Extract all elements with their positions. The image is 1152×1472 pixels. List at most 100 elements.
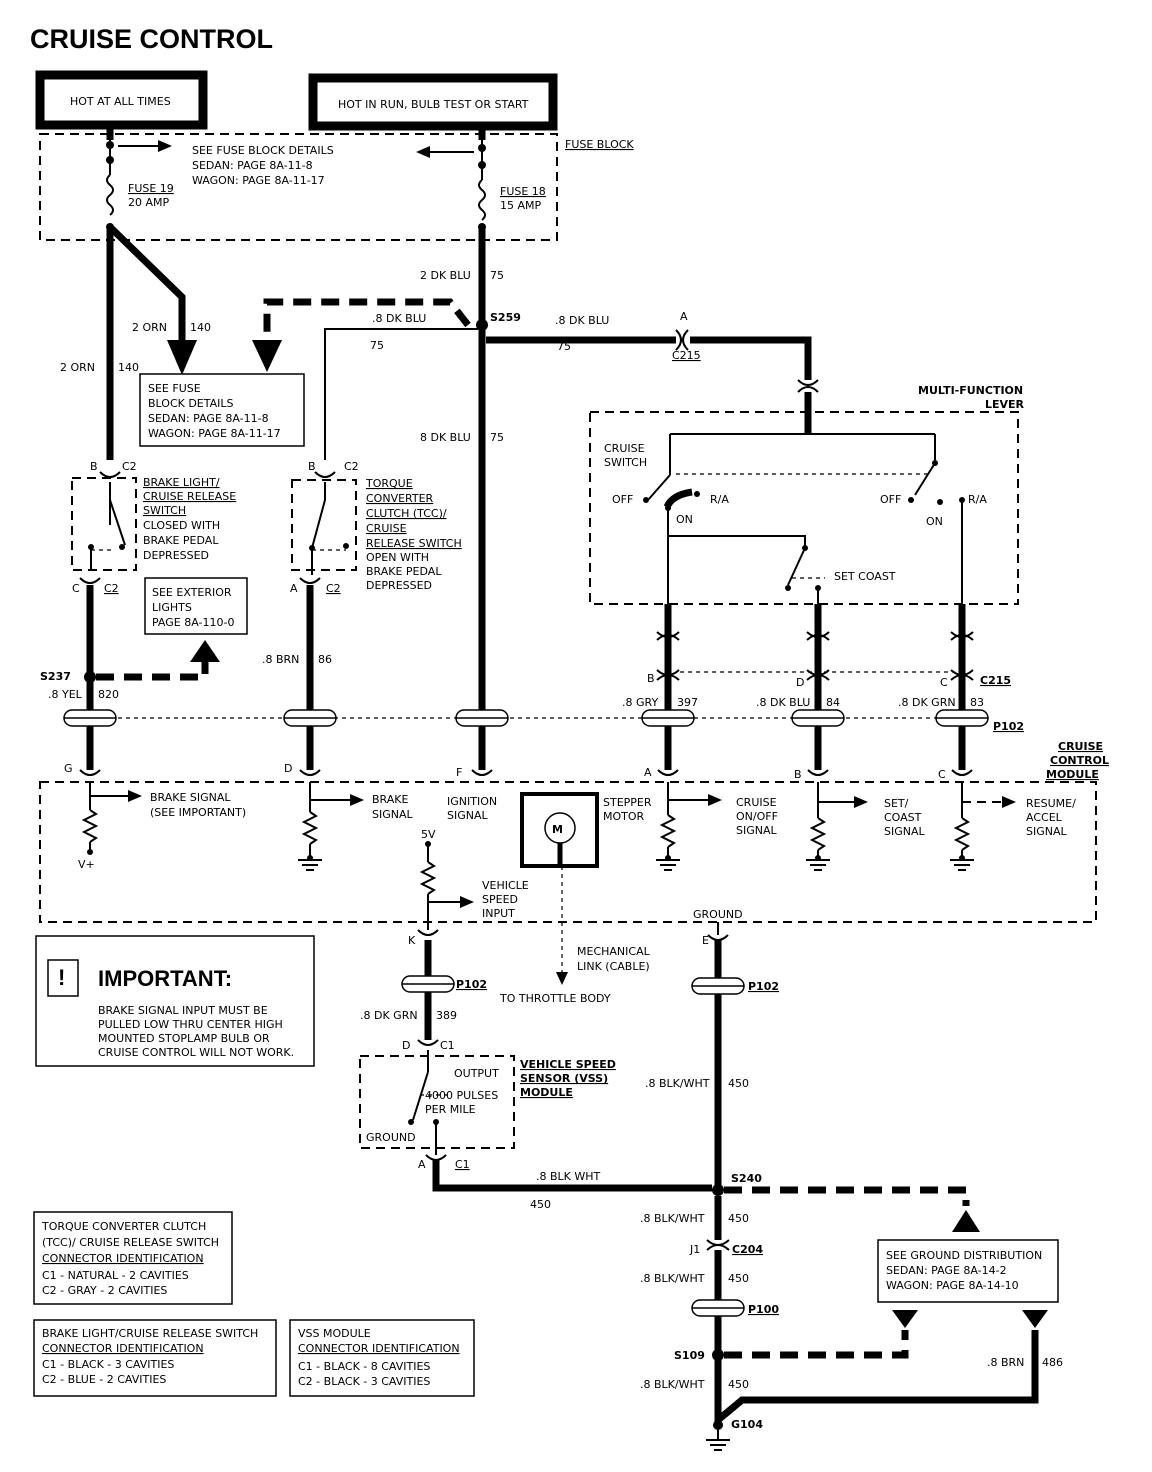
svg-text:.8 DK BLU: .8 DK BLU bbox=[372, 312, 426, 325]
svg-text:CRUISE RELEASE: CRUISE RELEASE bbox=[143, 490, 236, 503]
svg-text:140: 140 bbox=[190, 321, 211, 334]
svg-text:ON/OFF: ON/OFF bbox=[736, 810, 778, 823]
hot-run-box bbox=[308, 73, 558, 131]
wire-blkwht-450-vss bbox=[432, 1160, 712, 1192]
svg-text:.8 BRN: .8 BRN bbox=[262, 653, 299, 666]
svg-text:VSS MODULE: VSS MODULE bbox=[298, 1327, 371, 1340]
svg-text:.8 BRN: .8 BRN bbox=[987, 1356, 1024, 1369]
svg-text:MOTOR: MOTOR bbox=[603, 810, 645, 823]
svg-text:2 DK BLU: 2 DK BLU bbox=[420, 269, 471, 282]
svg-text:BRAKE: BRAKE bbox=[372, 793, 408, 806]
tcc-switch-outline bbox=[291, 479, 357, 571]
svg-text:CONNECTOR IDENTIFICATION: CONNECTOR IDENTIFICATION bbox=[298, 1342, 460, 1355]
important-icon: ! bbox=[58, 965, 65, 990]
svg-text:OFF: OFF bbox=[612, 493, 633, 506]
svg-text:S237: S237 bbox=[40, 670, 71, 683]
wire-orn-140-branch bbox=[107, 224, 186, 340]
svg-text:450: 450 bbox=[728, 1378, 749, 1391]
svg-text:COAST: COAST bbox=[884, 811, 922, 824]
hot-always-label: HOT AT ALL TIMES bbox=[70, 95, 171, 108]
wire-dkblu-75-tcc bbox=[324, 328, 478, 460]
svg-text:PAGE 8A-110-0: PAGE 8A-110-0 bbox=[152, 616, 234, 629]
svg-text:MODULE: MODULE bbox=[520, 1086, 573, 1099]
svg-text:SEE EXTERIOR: SEE EXTERIOR bbox=[152, 586, 232, 599]
svg-text:75: 75 bbox=[557, 340, 571, 353]
svg-text:SIGNAL: SIGNAL bbox=[1026, 825, 1068, 838]
splice-s109 bbox=[712, 1349, 724, 1361]
svg-text:SWITCH: SWITCH bbox=[143, 504, 186, 517]
svg-text:P100: P100 bbox=[748, 1303, 779, 1316]
svg-text:75: 75 bbox=[370, 339, 384, 352]
svg-text:TO THROTTLE BODY: TO THROTTLE BODY bbox=[499, 992, 611, 1005]
svg-text:CRUISE: CRUISE bbox=[736, 796, 777, 809]
svg-text:G: G bbox=[64, 762, 73, 775]
svg-text:SWITCH: SWITCH bbox=[604, 456, 647, 469]
svg-text:DEPRESSED: DEPRESSED bbox=[143, 549, 209, 562]
svg-text:S259: S259 bbox=[490, 311, 521, 324]
svg-text:S240: S240 bbox=[731, 1172, 762, 1185]
svg-text:SEDAN: PAGE 8A-11-8: SEDAN: PAGE 8A-11-8 bbox=[148, 412, 269, 425]
svg-text:MODULE: MODULE bbox=[1046, 768, 1099, 781]
svg-text:SET/: SET/ bbox=[884, 797, 909, 810]
splice-s237 bbox=[84, 671, 96, 683]
cruise-control-module-outline bbox=[39, 781, 1097, 923]
svg-text:SIGNAL: SIGNAL bbox=[736, 824, 778, 837]
svg-text:SEE GROUND DISTRIBUTION: SEE GROUND DISTRIBUTION bbox=[886, 1249, 1042, 1262]
svg-text:C: C bbox=[940, 676, 948, 689]
svg-text:GROUND: GROUND bbox=[693, 908, 743, 921]
svg-text:F: F bbox=[456, 766, 462, 779]
svg-text:CLUTCH (TCC)/: CLUTCH (TCC)/ bbox=[366, 507, 447, 520]
svg-text:CRUISE: CRUISE bbox=[366, 522, 407, 535]
svg-text:140: 140 bbox=[118, 361, 139, 374]
svg-text:D: D bbox=[402, 1039, 410, 1052]
svg-text:8 DK BLU: 8 DK BLU bbox=[420, 431, 471, 444]
svg-text:A: A bbox=[644, 766, 652, 779]
exterior-lights-ref bbox=[144, 577, 248, 635]
svg-text:CRUISE: CRUISE bbox=[1058, 740, 1103, 753]
svg-text:SIGNAL: SIGNAL bbox=[447, 809, 489, 822]
svg-text:.8 GRY: .8 GRY bbox=[622, 696, 658, 709]
svg-text:.8 BLK/WHT: .8 BLK/WHT bbox=[640, 1212, 705, 1225]
svg-text:389: 389 bbox=[436, 1009, 457, 1022]
svg-text:A: A bbox=[418, 1158, 426, 1171]
svg-text:.8 BLK/WHT: .8 BLK/WHT bbox=[640, 1272, 705, 1285]
svg-text:C1 - BLACK - 8 CAVITIES: C1 - BLACK - 8 CAVITIES bbox=[298, 1360, 430, 1373]
svg-text:J1: J1 bbox=[689, 1243, 700, 1256]
svg-text:WAGON: PAGE 8A-11-17: WAGON: PAGE 8A-11-17 bbox=[148, 427, 281, 440]
svg-text:SEE FUSE BLOCK DETAILS: SEE FUSE BLOCK DETAILS bbox=[192, 144, 334, 157]
svg-text:INPUT: INPUT bbox=[482, 907, 515, 920]
brake-connector-id-box bbox=[33, 1319, 277, 1397]
svg-text:E: E bbox=[702, 934, 709, 947]
module-pins bbox=[79, 769, 973, 776]
svg-text:D: D bbox=[796, 676, 804, 689]
svg-text:TORQUE: TORQUE bbox=[365, 477, 413, 490]
fuse-block-label: FUSE BLOCK bbox=[565, 138, 634, 151]
svg-text:C1: C1 bbox=[440, 1039, 455, 1052]
svg-text:SPEED: SPEED bbox=[482, 893, 518, 906]
important-heading: IMPORTANT: bbox=[98, 966, 232, 991]
hot-always-box bbox=[35, 70, 208, 130]
svg-text:IGNITION: IGNITION bbox=[447, 795, 497, 808]
svg-text:R/A: R/A bbox=[710, 493, 729, 506]
svg-text:.8 DK BLU: .8 DK BLU bbox=[555, 314, 609, 327]
svg-text:.8 BLK/WHT: .8 BLK/WHT bbox=[640, 1378, 705, 1391]
svg-text:20 AMP: 20 AMP bbox=[128, 196, 170, 209]
svg-text:ACCEL: ACCEL bbox=[1026, 811, 1063, 824]
diagram-title: CRUISE CONTROL bbox=[30, 24, 273, 54]
motor-symbol: M bbox=[552, 823, 563, 836]
svg-text:2 ORN: 2 ORN bbox=[60, 361, 95, 374]
svg-text:P102: P102 bbox=[456, 978, 487, 991]
svg-text:V+: V+ bbox=[78, 858, 95, 871]
svg-text:ON: ON bbox=[676, 513, 693, 526]
svg-text:C: C bbox=[72, 582, 80, 595]
svg-text:SEE FUSE: SEE FUSE bbox=[148, 382, 201, 395]
svg-text:MULTI-FUNCTION: MULTI-FUNCTION bbox=[918, 384, 1023, 397]
svg-text:C215: C215 bbox=[672, 349, 701, 362]
svg-text:BRAKE LIGHT/: BRAKE LIGHT/ bbox=[143, 476, 220, 489]
svg-text:C: C bbox=[938, 768, 946, 781]
fuse-ref-box bbox=[139, 373, 305, 447]
svg-text:BRAKE SIGNAL: BRAKE SIGNAL bbox=[150, 791, 231, 804]
svg-text:OFF: OFF bbox=[880, 493, 901, 506]
svg-text:BRAKE LIGHT/CRUISE RELEASE SWI: BRAKE LIGHT/CRUISE RELEASE SWITCH bbox=[42, 1327, 258, 1340]
